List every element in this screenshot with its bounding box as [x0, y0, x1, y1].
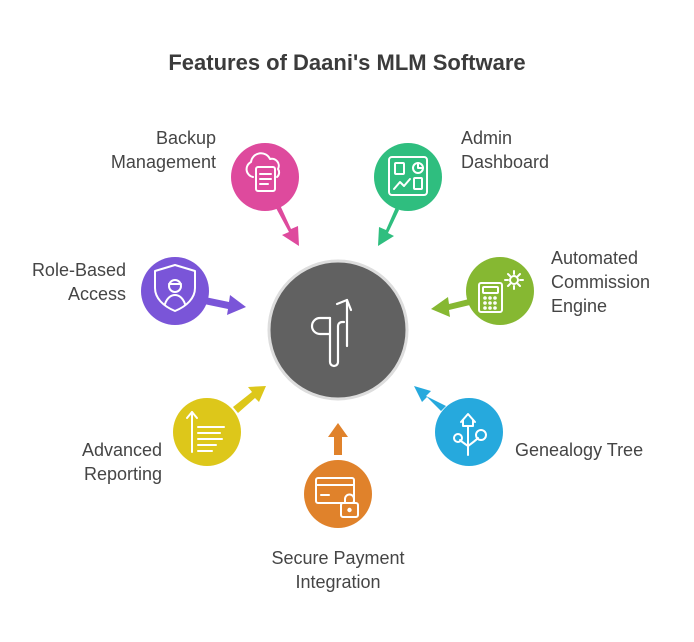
- calculator-gear-icon: [478, 270, 524, 313]
- genealogy-arrow: [414, 386, 446, 411]
- payment-circle: [304, 460, 372, 528]
- diagram-title: Features of Daani's MLM Software: [168, 50, 526, 75]
- reporting-arrow: [233, 386, 266, 413]
- credit-card-lock-icon: [315, 477, 359, 518]
- dashboard-icon: [388, 156, 428, 196]
- backup-arrow: [276, 205, 299, 246]
- cloud-document-icon: [245, 152, 281, 192]
- route-icon: [310, 298, 353, 368]
- role-arrow: [204, 295, 246, 315]
- tree-icon: [453, 413, 487, 456]
- admin-arrow: [378, 207, 399, 246]
- label-genealogy: Genealogy Tree: [515, 440, 644, 460]
- admin-circle: [374, 143, 442, 211]
- payment-arrow: [328, 423, 348, 455]
- report-icon: [186, 411, 225, 453]
- commission-arrow: [431, 297, 470, 317]
- backup-circle: [231, 143, 299, 211]
- commission-circle: [466, 257, 534, 325]
- shield-user-icon: [154, 264, 196, 312]
